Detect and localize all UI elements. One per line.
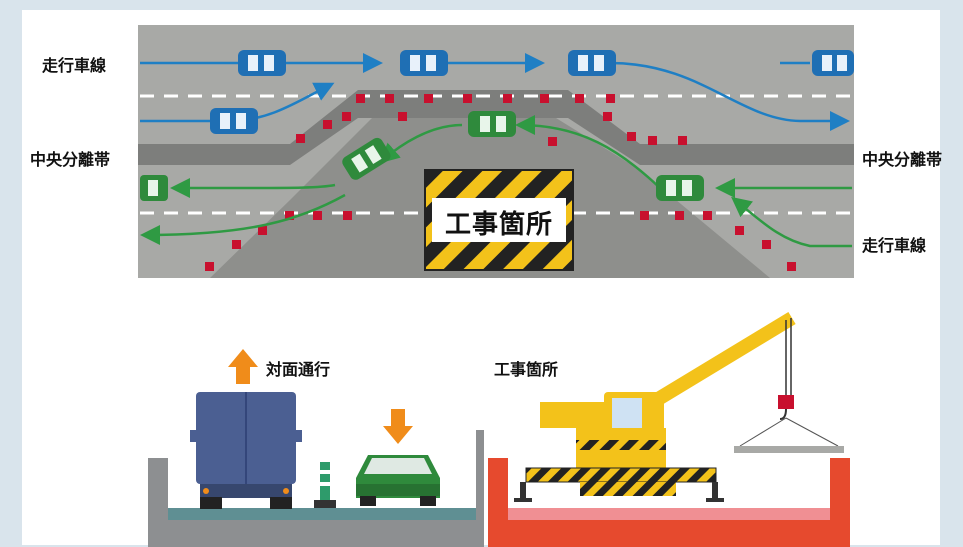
truck: [190, 392, 302, 509]
green-cars: [140, 111, 704, 201]
cross-section-view: [148, 312, 850, 547]
work-trough: [488, 458, 850, 547]
blue-cars: [210, 50, 854, 134]
work-zone-sign: [424, 169, 574, 271]
median-strip: [138, 90, 854, 165]
work-site-label: 工事箇所: [494, 360, 559, 379]
lane-label-left: 走行車線: [42, 56, 107, 75]
work-zone-sign-text: 工事箇所: [444, 210, 553, 240]
median-label-left: 中央分離帯: [30, 150, 111, 169]
lane-label-right: 走行車線: [862, 236, 927, 255]
left-pavement: [168, 508, 476, 520]
road-plan-view: [138, 25, 854, 278]
up-arrow-icon: [228, 349, 258, 384]
median-label-right: 中央分離帯: [862, 150, 943, 169]
car: [356, 455, 440, 506]
work-pavement: [508, 508, 830, 520]
two-way-traffic-label: 対面通行: [266, 360, 331, 379]
green-traffic-arrows: [140, 115, 852, 248]
down-arrow-icon: [383, 409, 413, 444]
cones: [205, 94, 796, 271]
crane: [514, 312, 844, 502]
delineator-post: [314, 462, 336, 508]
